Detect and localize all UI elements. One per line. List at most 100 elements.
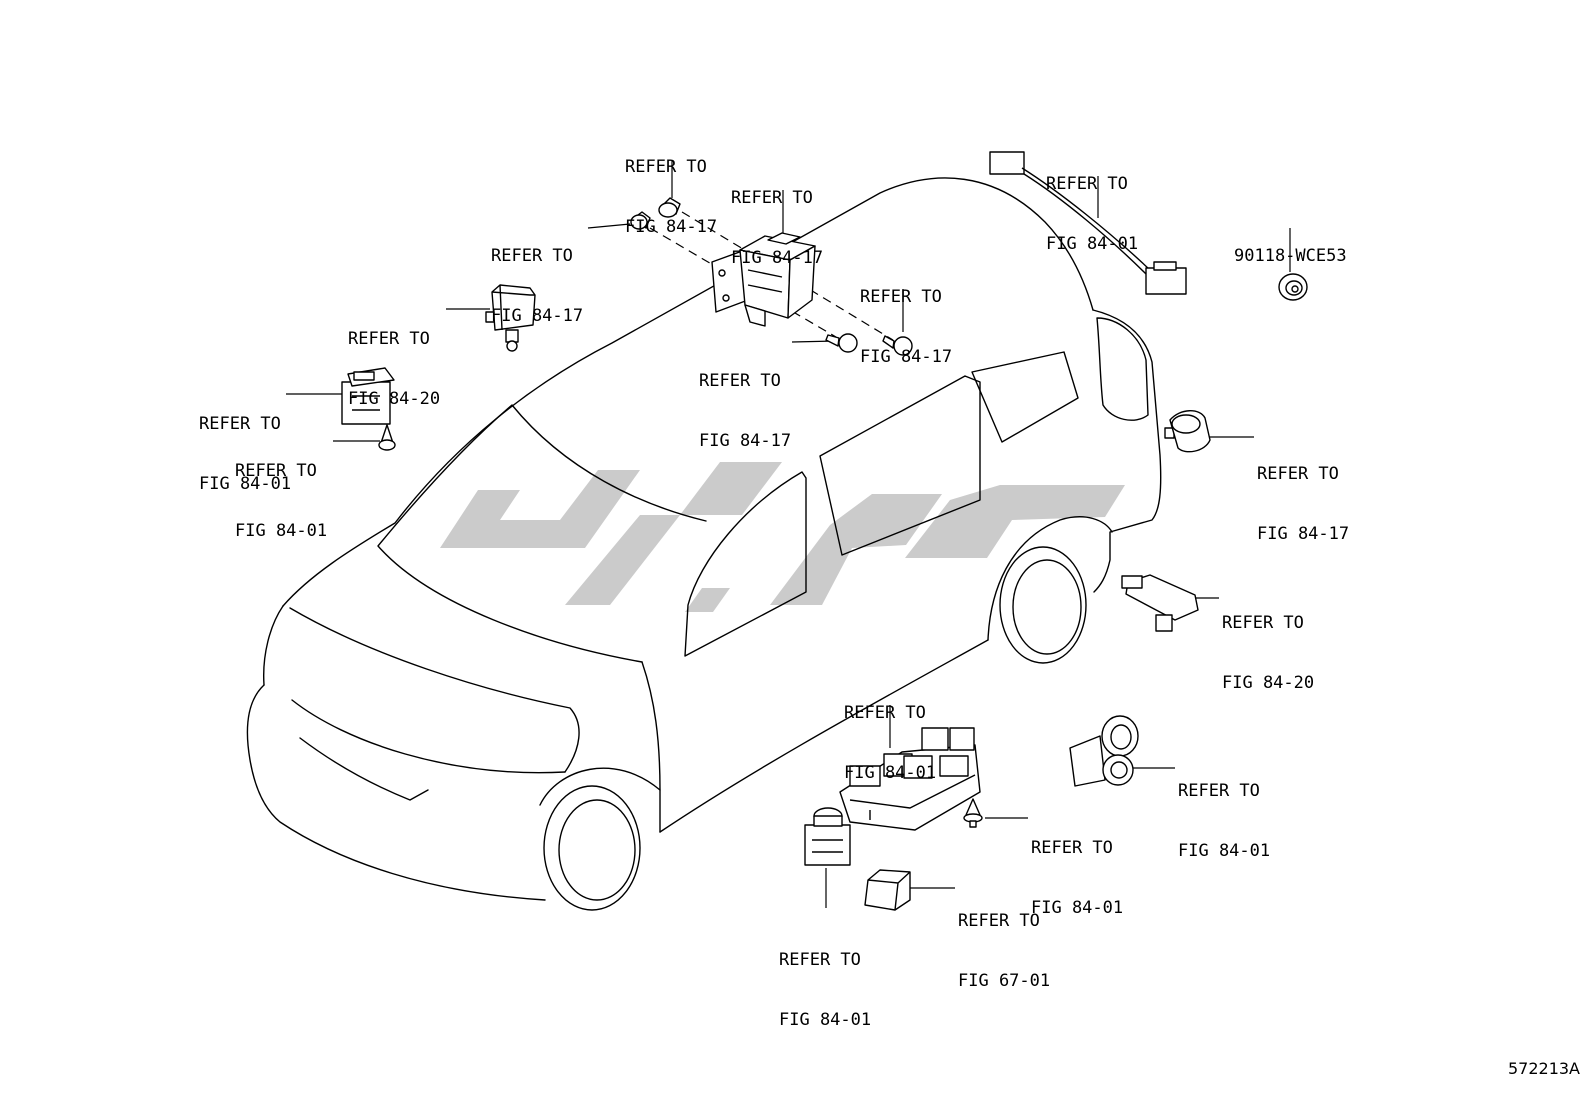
callout-fig-84-17[interactable]: REFER TO FIG 84-17 xyxy=(699,331,791,491)
callout-fig-84-17[interactable]: REFER TO FIG 84-17 xyxy=(491,206,583,366)
part-small-unit xyxy=(864,869,911,911)
parts xyxy=(341,151,1308,911)
switch-knob-inner xyxy=(1110,761,1128,779)
rocker-panel xyxy=(659,639,989,833)
switch-button xyxy=(849,765,881,787)
callout-line2: FIG 84-20 xyxy=(348,389,441,409)
switch-detail xyxy=(812,839,843,853)
callout-fig-84-01[interactable]: REFER TO FIG 84-01 xyxy=(1031,798,1123,958)
front-door-window xyxy=(684,471,807,657)
callout-line1: REFER TO xyxy=(1222,613,1304,633)
rear-wheel-arch xyxy=(987,516,1113,641)
part-switch-right xyxy=(1069,715,1139,787)
switch-detail xyxy=(352,395,380,411)
clip-cone xyxy=(965,798,981,816)
rear-door-window xyxy=(819,375,981,556)
callout-fig-84-01[interactable]: REFER TO FIG 84-01 xyxy=(844,663,936,823)
switch-face xyxy=(353,371,375,381)
callout-line1: REFER TO xyxy=(1031,838,1113,858)
unit-body xyxy=(864,869,911,911)
callout-fig-84-01[interactable]: REFER TO FIG 84-01 xyxy=(235,421,327,581)
callout-fig-84-01[interactable]: REFER TO FIG 84-01 xyxy=(199,374,291,534)
part-clip-left xyxy=(630,211,651,230)
part-sensor-left xyxy=(485,284,536,352)
unit-edge xyxy=(867,871,911,911)
switch-knob-stem xyxy=(813,815,843,827)
module-side xyxy=(787,245,816,319)
rear-wheel-rim xyxy=(1012,559,1082,655)
callout-line2: FIG 84-01 xyxy=(1046,234,1139,254)
vehicle-outline xyxy=(246,177,1162,911)
sensor-plug xyxy=(506,340,518,352)
sensor-edge xyxy=(491,284,535,331)
callout-line2: FIG 84-17 xyxy=(1257,524,1350,544)
leader-lines xyxy=(286,160,1291,908)
callout-line2: FIG 84-01 xyxy=(235,521,328,541)
roof-line xyxy=(282,177,1094,607)
callout-fig-84-17[interactable]: REFER TO FIG 84-17 xyxy=(731,148,823,308)
callout-fig-84-17[interactable]: REFER TO FIG 84-17 xyxy=(625,117,717,277)
front-corner xyxy=(262,605,284,686)
watermark-shape xyxy=(770,494,942,605)
clip-head xyxy=(630,214,648,230)
sensor-body xyxy=(1125,574,1199,621)
front-wheel-rim xyxy=(558,799,636,901)
callout-line2: FIG 84-01 xyxy=(1178,841,1271,861)
callout-fig-84-01[interactable]: REFER TO FIG 84-01 xyxy=(1178,741,1270,901)
switch-button xyxy=(949,727,975,751)
part-bolt-left xyxy=(825,333,858,353)
sensor-mount xyxy=(485,311,495,323)
callout-line2: FIG 84-17 xyxy=(699,431,792,451)
switch-button xyxy=(939,755,969,777)
leader-line xyxy=(587,223,631,229)
callout-fig-84-20[interactable]: REFER TO FIG 84-20 xyxy=(348,289,440,449)
module-tab xyxy=(744,304,766,327)
front-wheel xyxy=(543,785,641,911)
bracket-hole xyxy=(718,269,726,277)
callout-line2: FIG 84-01 xyxy=(844,763,937,783)
grommet-hole xyxy=(1291,285,1299,293)
harness-wire xyxy=(1023,173,1149,277)
callout-line1: REFER TO xyxy=(491,246,573,266)
callout-line1: REFER TO xyxy=(844,703,926,723)
callout-line1: REFER TO xyxy=(199,414,281,434)
harness-connector xyxy=(989,151,1025,175)
callout-line1: REFER TO xyxy=(699,371,781,391)
switch-button xyxy=(921,727,949,751)
callout-line1: REFER TO xyxy=(1046,174,1128,194)
callout-line2: FIG 84-17 xyxy=(625,217,718,237)
watermark-logo xyxy=(440,462,1125,612)
callout-fig-84-01[interactable]: REFER TO FIG 84-01 xyxy=(779,910,871,1070)
switch-ring-inner xyxy=(1110,724,1132,750)
callout-line1: REFER TO xyxy=(958,911,1040,931)
callout-line2: FIG 84-01 xyxy=(199,474,292,494)
callout-fig-67-01[interactable]: REFER TO FIG 67-01 xyxy=(958,871,1050,1031)
callout-fig-84-01[interactable]: REFER TO FIG 84-01 xyxy=(1046,134,1138,294)
callout-line2: FIG 84-01 xyxy=(779,1010,872,1030)
rear-quarter-window xyxy=(971,351,1079,443)
switch-body xyxy=(341,381,391,425)
part-number-label[interactable]: 90118-WCE53 xyxy=(1234,206,1347,306)
part-switch-bottom xyxy=(804,807,851,866)
part-clip-upper xyxy=(658,197,681,218)
part-bolt-right xyxy=(882,335,913,356)
callout-fig-84-17[interactable]: REFER TO FIG 84-17 xyxy=(1257,424,1349,584)
part-window-switch-assembly xyxy=(839,727,981,831)
part-control-module xyxy=(711,232,816,327)
sensor-connector xyxy=(1155,614,1173,632)
part-number: 90118-WCE53 xyxy=(1234,246,1347,266)
callout-line2: FIG 67-01 xyxy=(958,971,1051,991)
callout-line1: REFER TO xyxy=(1257,464,1339,484)
bolt-head xyxy=(893,336,913,356)
callout-line1: REFER TO xyxy=(860,287,942,307)
callout-fig-84-20[interactable]: REFER TO FIG 84-20 xyxy=(1222,573,1314,733)
callout-line2: FIG 84-17 xyxy=(731,248,824,268)
watermark-shape xyxy=(680,462,782,515)
callout-line1: REFER TO xyxy=(779,950,861,970)
switch-detail xyxy=(849,774,976,820)
callout-line1: REFER TO xyxy=(731,188,813,208)
harness-connector-tab xyxy=(1153,261,1177,271)
callout-fig-84-17[interactable]: REFER TO FIG 84-17 xyxy=(860,247,952,407)
